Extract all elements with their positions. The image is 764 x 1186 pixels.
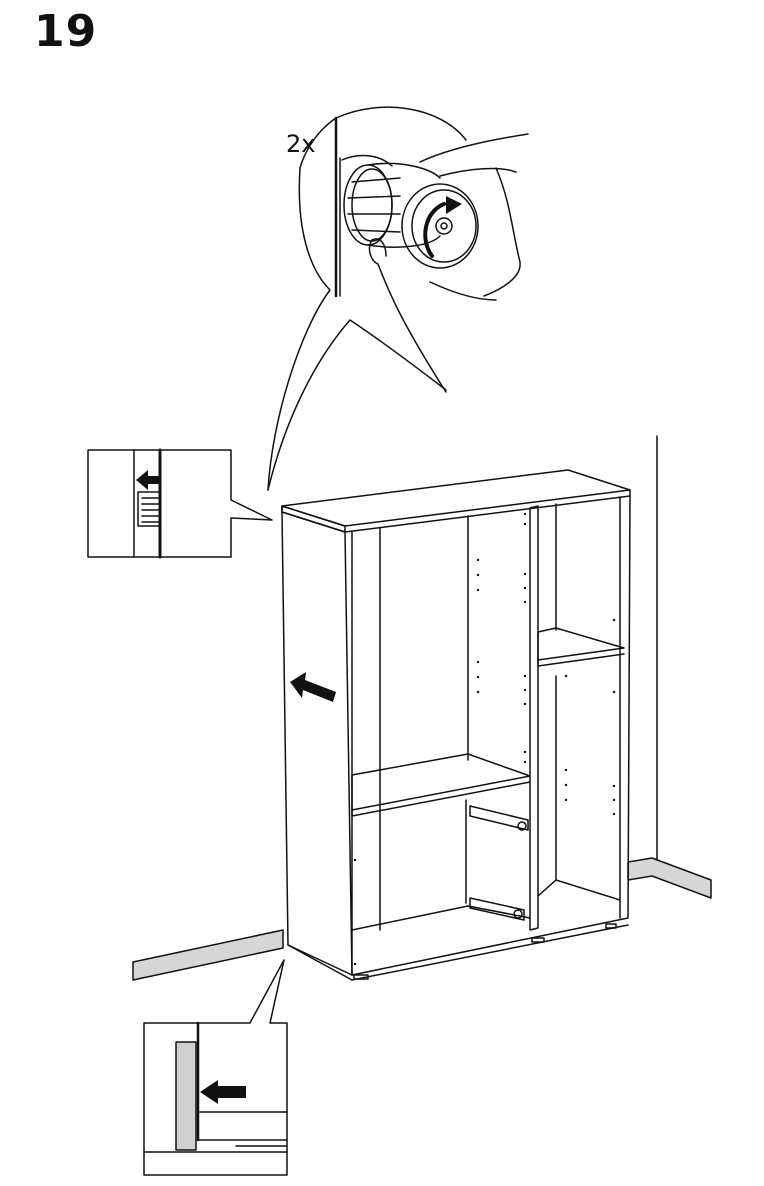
skirting-board	[132, 857, 712, 981]
arrow-left-icon	[290, 672, 336, 702]
arrow-left-icon	[200, 1080, 246, 1104]
hand-icon	[368, 133, 529, 393]
arrow-left-icon	[136, 470, 160, 490]
detail-magnifier	[267, 106, 467, 491]
rotate-arrow-icon	[423, 196, 462, 258]
adjustable-foot-icon	[341, 154, 479, 269]
cabinet	[281, 469, 631, 981]
shelf-pin-holes	[353, 512, 616, 966]
zoom-box-top	[87, 448, 273, 559]
zoom-box-bottom	[143, 959, 288, 1176]
step-number: 19	[34, 6, 98, 57]
